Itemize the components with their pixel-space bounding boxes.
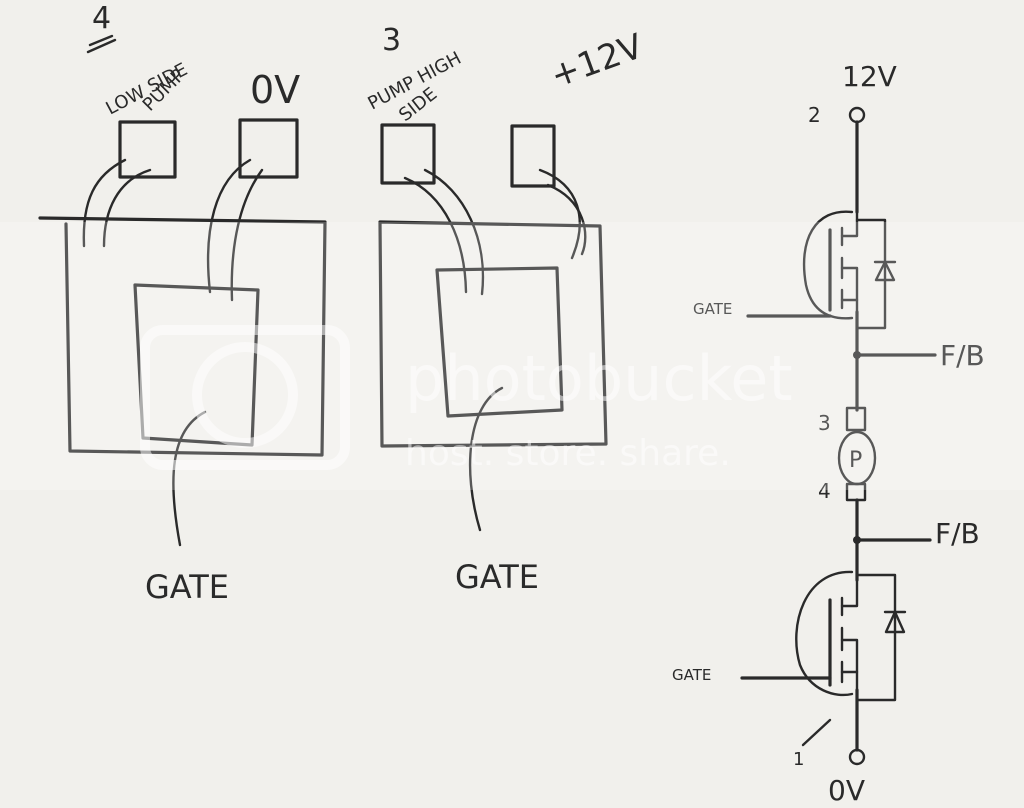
pump-pin-bottom: 4 xyxy=(818,479,831,503)
fb-top-label: F/B xyxy=(940,339,985,372)
right-bond-wire-3 xyxy=(538,168,581,260)
left-bond-wire-2 xyxy=(102,168,152,248)
right-package-body xyxy=(378,220,608,448)
left-pin-number: 4 xyxy=(92,1,111,36)
low-body-diode-wire xyxy=(855,573,897,702)
right-pin-tab-12v xyxy=(510,124,556,188)
fb-bottom-label: F/B xyxy=(935,517,980,550)
low-mosfet-source xyxy=(840,670,859,697)
left-pin-strike xyxy=(86,34,117,54)
right-gate-label: GATE xyxy=(455,558,539,596)
top-rail-terminal xyxy=(848,106,866,124)
right-bond-wire-2 xyxy=(423,168,485,296)
camera-icon xyxy=(140,325,350,470)
high-body-diode-wire xyxy=(855,218,887,330)
bottom-rail-terminal xyxy=(848,748,866,766)
left-package-body xyxy=(38,216,327,457)
half-bridge-schematic: GATE F/B P 3 4 F/B xyxy=(672,60,985,807)
high-body-diode xyxy=(873,260,897,282)
high-mosfet-body-link xyxy=(840,266,859,302)
pump-symbol: P xyxy=(849,448,862,473)
low-gate-label: GATE xyxy=(672,666,711,684)
right-pin-tab-high-side xyxy=(380,123,436,185)
high-gate-label: GATE xyxy=(693,300,732,318)
left-gate-label: GATE xyxy=(145,568,229,606)
right-gate-leader xyxy=(468,386,504,532)
left-bond-wire-1 xyxy=(82,158,127,248)
bottom-node-number: 1 xyxy=(793,749,804,770)
low-mosfet-outline xyxy=(795,570,854,697)
pump-motor: P 3 4 xyxy=(818,406,877,503)
watermark-tagline: host. store. share. xyxy=(405,433,731,474)
right-bond-wire-1 xyxy=(403,176,468,294)
right-12v-label: +12V xyxy=(545,26,648,96)
left-0v-label: 0V xyxy=(250,68,300,112)
pump-pin-top: 3 xyxy=(818,411,831,435)
low-mosfet-drain xyxy=(840,578,859,608)
top-node-number: 2 xyxy=(808,103,821,127)
bottom-rail-label: 0V xyxy=(828,774,865,807)
photobucket-watermark: photobucket host. store. share. xyxy=(0,222,1024,490)
low-body-diode xyxy=(883,610,907,634)
left-pin-tab-low-side xyxy=(118,120,177,179)
right-pin-number: 3 xyxy=(382,23,401,58)
watermark-brand: photobucket xyxy=(405,342,793,415)
right-bond-wire-4 xyxy=(546,183,587,256)
low-mosfet-body-link xyxy=(840,638,859,674)
high-mosfet-outline xyxy=(802,210,854,320)
low-side-mosfet: GATE xyxy=(672,570,907,702)
left-pin-tab-0v xyxy=(238,118,299,179)
left-bond-wire-4 xyxy=(230,168,264,302)
pump-terminal-bottom xyxy=(845,482,867,502)
watermark-band xyxy=(0,222,1024,490)
bottom-node-tick xyxy=(801,718,832,747)
camera-lens-icon xyxy=(192,342,298,448)
pump-terminal-top xyxy=(845,406,867,432)
right-gate-pad xyxy=(435,266,564,418)
top-rail-label: 12V xyxy=(842,60,897,93)
high-side-mosfet: GATE xyxy=(693,210,897,330)
left-bond-wire-3 xyxy=(206,158,252,294)
